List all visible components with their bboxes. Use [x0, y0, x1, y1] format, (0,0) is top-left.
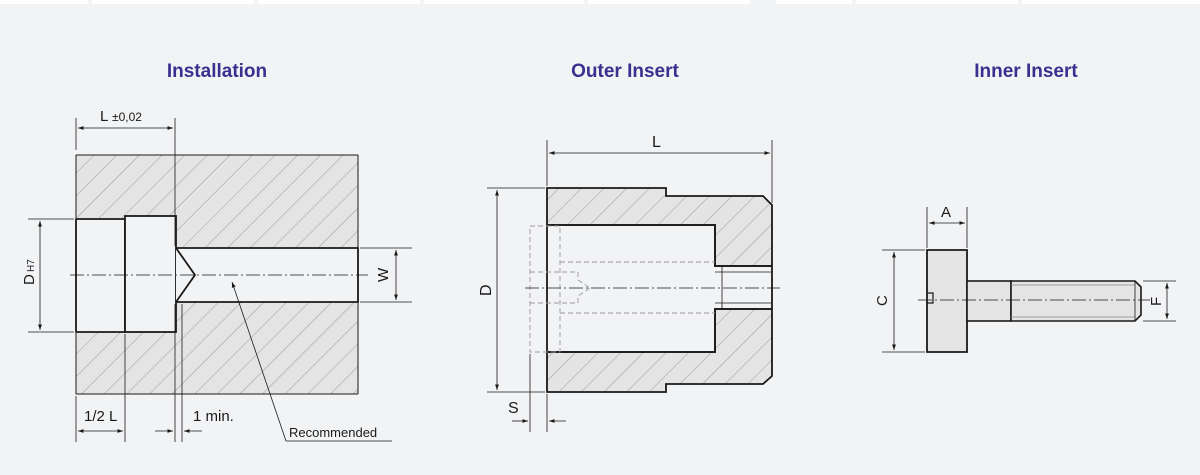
- inner-insert-title: Inner Insert: [974, 61, 1078, 82]
- install-width-label: W: [375, 267, 392, 282]
- installation-title: Installation: [166, 61, 268, 82]
- inner-head-height-label: C: [874, 295, 891, 306]
- install-recommended-label: Recommended: [289, 425, 377, 440]
- install-length-label: L: [100, 108, 108, 125]
- top-tab-5: [588, 0, 750, 4]
- install-fit-label: H7: [26, 259, 37, 272]
- installation-drawing: L ±0,02 D H7 W 1/2 L 1 min. Recommended: [21, 108, 412, 442]
- top-tab-7: [856, 0, 1018, 4]
- outer-length-label: L: [652, 134, 661, 151]
- inner-insert-thread: [1010, 280, 1142, 322]
- installation-bore: [75, 215, 359, 333]
- install-diameter-label: D: [21, 274, 38, 285]
- inner-insert-head: [926, 249, 968, 353]
- top-tab-6: [776, 0, 852, 4]
- outer-insert-body: [546, 187, 773, 393]
- inner-head-width-label: A: [941, 204, 951, 221]
- top-tab-1: [0, 0, 88, 4]
- install-half-length-label: 1/2 L: [84, 408, 117, 425]
- top-tab-2: [92, 0, 254, 4]
- top-tab-3: [258, 0, 420, 4]
- top-tab-8: [1022, 0, 1200, 4]
- installation-block: [76, 155, 358, 394]
- inner-insert-drawing: A C F: [874, 204, 1176, 353]
- outer-insert-drawing: L D S: [478, 134, 780, 432]
- install-min-gap-label: 1 min.: [193, 408, 234, 425]
- install-tolerance-label: ±0,02: [112, 110, 142, 124]
- outer-step-label: S: [508, 400, 519, 417]
- outer-insert-title: Outer Insert: [571, 61, 679, 82]
- outer-diameter-label: D: [478, 284, 495, 296]
- top-tab-strip: [0, 0, 1200, 6]
- top-tab-4: [424, 0, 584, 4]
- inner-insert-shank: [966, 280, 1012, 322]
- inner-shank-label: F: [1148, 297, 1165, 306]
